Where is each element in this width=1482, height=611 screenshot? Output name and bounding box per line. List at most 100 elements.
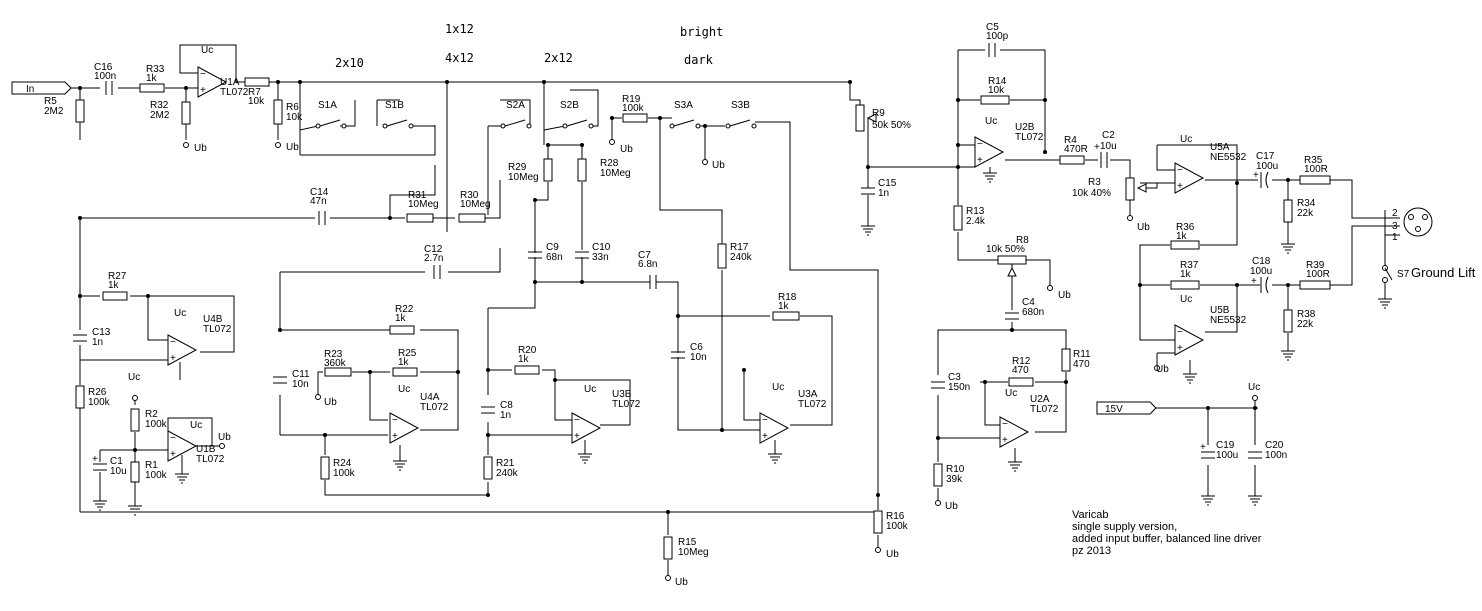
- resistor-value: 100k: [622, 103, 645, 114]
- capacitor-ref: C20: [1265, 440, 1284, 451]
- opamp-type: NE5532: [1210, 152, 1247, 163]
- junction-dot: [78, 216, 82, 220]
- resistor-ref: R31: [408, 190, 427, 201]
- resistor-value: 2.4k: [966, 216, 986, 227]
- resistor-ref: R30: [460, 190, 479, 201]
- opamp-plus: +: [762, 431, 768, 442]
- ground-symbol: [861, 220, 875, 236]
- capacitor-c1: [92, 463, 108, 471]
- resistor-r34: [1283, 199, 1293, 223]
- resistor-ref: R32: [150, 100, 169, 111]
- resistor-ref: R25: [398, 348, 417, 359]
- opamp-plus: +: [392, 431, 398, 442]
- resistor-ref: R34: [1297, 198, 1316, 209]
- rail-label: Uc: [1180, 294, 1192, 305]
- capacitor-ref: C6: [690, 342, 703, 353]
- opamp-ref: U5A: [1210, 142, 1230, 153]
- resistor-ref: R16: [886, 511, 905, 522]
- junction-dot: [1043, 150, 1047, 154]
- resistor-r19: [622, 113, 648, 123]
- capacitor-ref: C17: [1256, 151, 1275, 162]
- input-terminal: [11, 81, 72, 95]
- junction-dot: [445, 80, 449, 84]
- opamp-u5a: [1174, 162, 1205, 194]
- resistor-ref: R5: [44, 96, 57, 107]
- opamp-type: TL072: [1030, 404, 1059, 415]
- opamp-type: TL072: [1015, 132, 1044, 143]
- junction-dot: [323, 433, 327, 437]
- junction-dot: [276, 80, 280, 84]
- resistor-r24: [320, 456, 330, 480]
- opamp-u1a: [197, 66, 228, 98]
- resistor-ref: R28: [600, 158, 619, 169]
- rail-label: Ub: [712, 160, 725, 171]
- opamp-ref: U2A: [1030, 394, 1050, 405]
- ground-symbol: [93, 495, 107, 511]
- capacitor-ref: C10: [592, 242, 611, 253]
- resistor-ref: R23: [324, 349, 343, 360]
- resistor-r36: [1170, 240, 1200, 250]
- switch-ref: S1B: [385, 100, 404, 111]
- opamp-plus: +: [1002, 435, 1008, 446]
- junction-dot: [936, 436, 940, 440]
- labels: InC16100nR331kR52M2R322M2Ub−+U1ATL072UcR…: [26, 22, 1476, 588]
- junction-dot: [533, 198, 537, 202]
- capacitor-value: 100n: [94, 71, 116, 82]
- note-line: Varicab: [1072, 509, 1108, 521]
- resistor-r31: [406, 213, 434, 223]
- resistor-value: 10k: [248, 96, 265, 107]
- resistor-value: 100k: [88, 397, 111, 408]
- junction-dot: [703, 124, 707, 128]
- junction-dot: [546, 143, 550, 147]
- resistor-r27: [102, 291, 128, 301]
- ground-symbol: [1378, 293, 1392, 309]
- resistor-value: 10k 50%: [986, 244, 1025, 255]
- resistor-r38: [1283, 309, 1293, 333]
- opamp-minus: −: [1002, 419, 1008, 430]
- capacitor-value: 150n: [948, 382, 970, 393]
- opamp-ref: U1A: [220, 77, 240, 88]
- ground-symbol: [578, 448, 592, 464]
- capacitor-value: 10n: [292, 379, 309, 390]
- terminal-pin: [132, 395, 138, 401]
- resistor-value: 100k: [886, 521, 909, 532]
- rail-label: Uc: [1180, 134, 1192, 145]
- resistor-ref: R27: [108, 271, 127, 282]
- junction-dot: [720, 428, 724, 432]
- terminal-pin: [665, 575, 671, 581]
- resistor-r21: [483, 456, 493, 480]
- opamp-type: TL072: [798, 399, 827, 410]
- capacitor-value: 47n: [310, 196, 327, 207]
- opamp-minus: −: [200, 69, 206, 80]
- resistor-value: 100R: [1306, 269, 1330, 280]
- resistor-r35: [1299, 175, 1331, 185]
- rail-label: Ub: [945, 501, 958, 512]
- opamp-u4a: [389, 412, 420, 444]
- capacitor-value: 10u: [110, 466, 127, 477]
- resistor-value: 470: [1073, 359, 1090, 370]
- switch-s2a: [500, 119, 532, 129]
- resistor-ref: R21: [496, 458, 515, 469]
- resistor-ref: R15: [678, 537, 697, 548]
- resistor-value: 470R: [1064, 144, 1088, 155]
- resistor-r26: [75, 385, 85, 409]
- capacitor-ref: C18: [1252, 256, 1271, 267]
- resistor-value: 1k: [778, 301, 790, 312]
- ground-symbol: [983, 167, 997, 183]
- resistor-ref: R7: [248, 87, 261, 98]
- junction-dot: [1043, 98, 1047, 102]
- resistor-ref: R24: [333, 458, 352, 469]
- resistor-value: 10k: [286, 112, 303, 123]
- capacitor-value: 100n: [1265, 450, 1287, 461]
- opamp-plus: +: [977, 155, 983, 166]
- resistor-r5: [75, 99, 85, 123]
- resistor-ref: R22: [395, 304, 414, 315]
- capacitor-ref: C2: [1102, 130, 1115, 141]
- resistor-value: 10Meg: [600, 168, 631, 179]
- switch-ref: S1A: [318, 100, 337, 111]
- voicing-2x12: 2x12: [544, 51, 573, 65]
- capacitor-c19: [1200, 451, 1216, 459]
- opamp-ref: U4B: [203, 314, 223, 325]
- opamp-plus: +: [574, 431, 580, 442]
- junction-dot: [78, 294, 82, 298]
